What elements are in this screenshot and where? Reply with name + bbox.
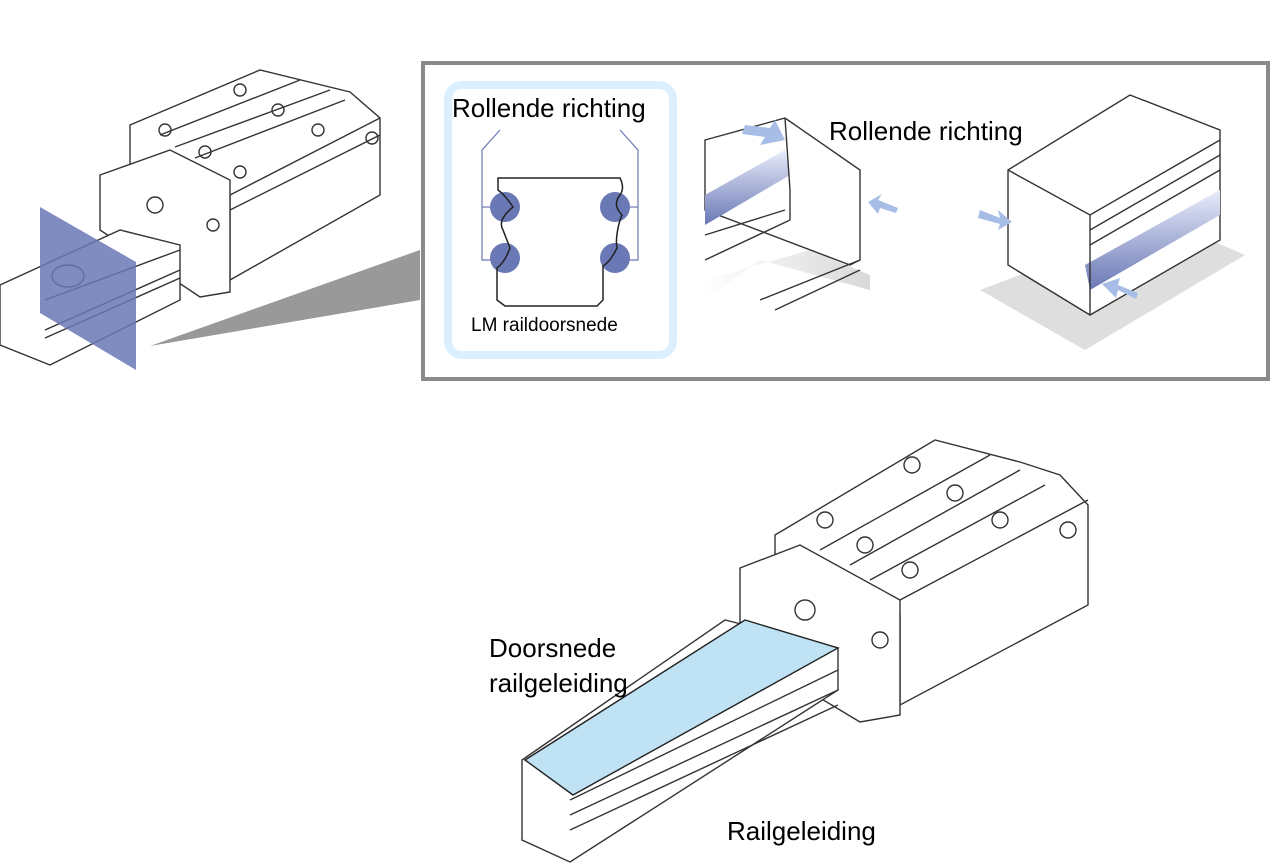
inset-section-title: Rollende richting [452,93,646,123]
rail-section-label-line1: Doorsnede [489,633,617,663]
cross-section-plane [40,207,136,370]
rail-section-label-line2: railgeleiding [489,668,628,698]
rail-section-highlight [523,619,840,796]
rail-label: Railgeleiding [727,816,876,846]
callout-wedge [150,250,420,346]
inset-section-caption: LM raildoorsnede [471,315,618,336]
main-carriage [739,439,1089,723]
section-highlight-box [444,81,677,359]
rail-cross-section [481,129,639,307]
top-left-carriage [99,69,381,298]
rail-perspective-right [978,94,1245,350]
inset-perspective-title: Rollende richting [829,116,1023,146]
rail-perspective-left [704,117,898,311]
